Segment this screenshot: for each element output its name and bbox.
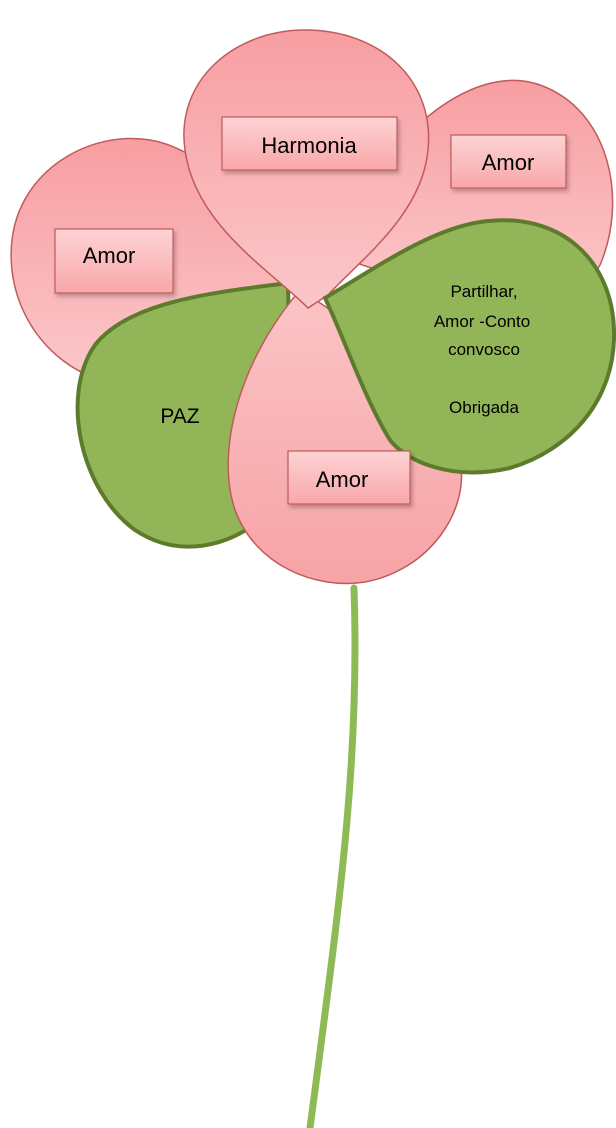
stem (306, 584, 359, 1128)
leaf-right-line-5: Obrigada (449, 398, 519, 417)
box-amor-left (54, 228, 174, 294)
leaf-right-line-3: convosco (448, 340, 520, 359)
leaf-right (322, 218, 616, 475)
box-amor-right (450, 134, 567, 189)
box-harmonia (221, 116, 398, 171)
leaf-right-line-1: Partilhar, (450, 282, 517, 301)
label-amor-bottom: Amor (316, 467, 369, 492)
leaf-right-text: Partilhar, Amor -Conto convosco Obrigada (434, 282, 530, 417)
box-amor-bottom (287, 450, 411, 505)
label-paz: PAZ (160, 405, 199, 428)
leaf-right-line-2: Amor -Conto (434, 312, 530, 331)
label-harmonia: Harmonia (261, 133, 357, 158)
label-amor-right: Amor (482, 150, 535, 175)
label-amor-left: Amor (83, 243, 136, 268)
